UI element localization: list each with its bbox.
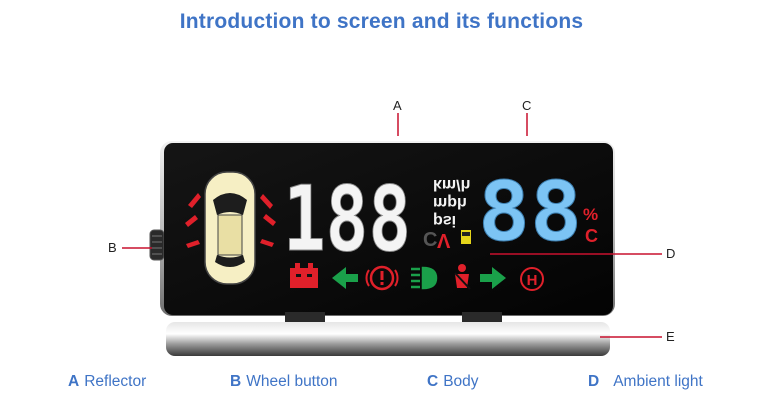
- tire-pressure-icon: [185, 193, 276, 248]
- legend-key: D: [588, 373, 600, 390]
- callout-b: B: [108, 240, 117, 255]
- legend-label: Ambient light: [613, 373, 703, 390]
- temp-unit-small: C: [423, 229, 437, 251]
- unit-percent: %: [583, 205, 598, 224]
- display-screen: [164, 143, 613, 315]
- right-readout: 88: [478, 165, 582, 260]
- legend-label: Body: [443, 373, 479, 390]
- unit-psi: psi: [433, 212, 456, 229]
- unit-mph: mph: [433, 194, 467, 211]
- legend-key: C: [427, 373, 439, 390]
- legend-key: B: [230, 373, 242, 390]
- unit-kmh: km/h: [433, 176, 470, 193]
- page-title: Introduction to screen and its functions: [179, 10, 584, 33]
- headlight-icon: [411, 266, 438, 290]
- device-base: [166, 322, 610, 356]
- legend-key: A: [68, 373, 80, 390]
- legend-label: Reflector: [84, 373, 147, 390]
- right-arrow-icon: [480, 267, 506, 289]
- fuel-icon: [461, 230, 471, 244]
- brake-warning-icon: [365, 265, 399, 291]
- callout-a: A: [393, 98, 402, 113]
- left-arrow-icon: [332, 267, 358, 289]
- callout-e: E: [666, 329, 675, 344]
- legend-label: Wheel button: [246, 373, 338, 390]
- car-icon: [204, 171, 256, 285]
- callout-d: D: [666, 246, 676, 261]
- hazard-h-icon: H: [520, 267, 544, 291]
- callout-c: C: [522, 98, 532, 113]
- legend-d: D Ambient light: [588, 373, 703, 391]
- battery-icon: [290, 263, 318, 288]
- unit-celsius: C: [585, 226, 598, 246]
- svg-text:H: H: [527, 272, 538, 289]
- speed-readout: 188: [283, 167, 411, 272]
- wheel-button[interactable]: [149, 229, 165, 261]
- seatbelt-icon: [454, 264, 471, 290]
- volt-unit-small: V: [437, 229, 451, 251]
